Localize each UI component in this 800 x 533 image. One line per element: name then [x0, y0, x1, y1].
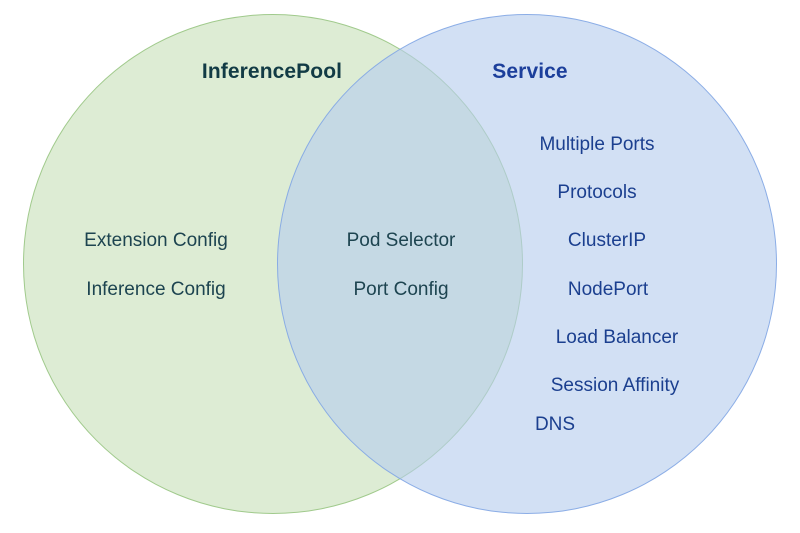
venn-item-left: Inference Config — [86, 279, 226, 300]
venn-item-intersection: Pod Selector — [346, 230, 456, 251]
venn-item-right: NodePort — [567, 279, 649, 300]
venn-item-right: Protocols — [557, 182, 637, 203]
venn-item-right: Load Balancer — [555, 327, 679, 348]
venn-item-intersection: Port Config — [353, 279, 449, 300]
venn-item-right: DNS — [534, 414, 576, 435]
venn-circle-service — [277, 14, 777, 514]
venn-item-right: ClusterIP — [567, 230, 647, 251]
venn-set-title-service: Service — [492, 60, 568, 83]
venn-set-title-inferencepool: InferencePool — [201, 60, 343, 83]
venn-item-right: Multiple Ports — [539, 134, 655, 155]
venn-item-right: Session Affinity — [550, 375, 680, 396]
venn-item-left: Extension Config — [84, 230, 228, 251]
